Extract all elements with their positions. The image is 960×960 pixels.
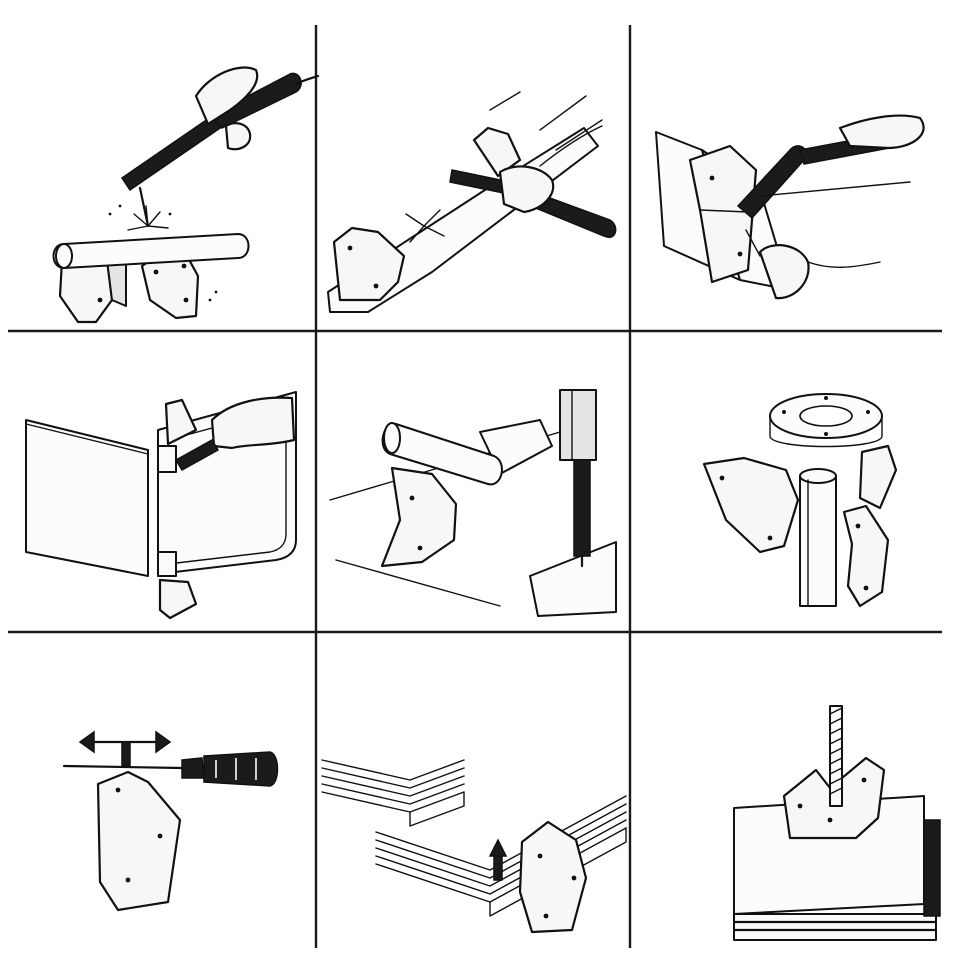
sheet-stack-front xyxy=(375,795,627,917)
drill-icon xyxy=(559,389,597,568)
panel-hold-rod-at-drill xyxy=(329,389,617,617)
panel-grid xyxy=(8,25,942,948)
panel-assemble-panel-corner xyxy=(25,391,297,620)
pipe xyxy=(52,233,250,269)
arrow-magnet-right xyxy=(842,504,890,608)
arrow-magnet xyxy=(332,226,406,302)
pipe xyxy=(799,475,837,607)
arrow-magnet xyxy=(380,466,458,568)
arrow-magnet xyxy=(96,770,182,912)
panel-lift-sheet-stack xyxy=(321,759,627,934)
rebar-icon xyxy=(829,705,843,807)
weld-sparks xyxy=(405,209,445,243)
arrow-magnet xyxy=(518,820,588,934)
panel-weld-inside-corner xyxy=(655,114,925,300)
welding-torch-icon xyxy=(736,114,925,300)
panel-hold-rebar-on-block xyxy=(732,705,941,941)
arrow-magnet-bottom xyxy=(158,578,198,620)
screwdriver-icon xyxy=(62,751,279,787)
block-base xyxy=(732,913,938,941)
arrow-magnet-left xyxy=(702,456,800,554)
arrow-magnet-top xyxy=(164,398,198,446)
welding-torch-icon xyxy=(449,125,617,239)
panel-adjust-with-screwdriver xyxy=(62,730,279,912)
arrow-left-right-icon xyxy=(78,730,172,767)
flat-panel xyxy=(25,419,149,577)
flange-icon xyxy=(769,393,883,448)
panel-weld-45-degree-joint xyxy=(327,91,617,313)
panel-weld-pipe-on-magnets xyxy=(52,66,320,324)
panel-hold-pipe-with-flange xyxy=(702,393,898,608)
welding-torch-icon xyxy=(120,66,320,228)
hand-icon xyxy=(174,396,296,472)
sheet-stack-back xyxy=(321,759,465,827)
arrow-up-icon xyxy=(488,838,508,881)
